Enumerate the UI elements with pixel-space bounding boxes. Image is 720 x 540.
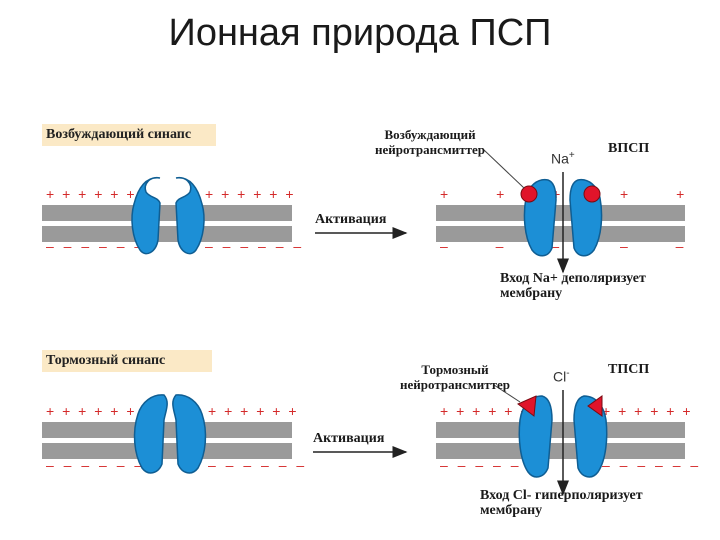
minus-signs: – – <box>620 238 705 254</box>
membrane-outer-layer <box>42 205 292 221</box>
na-ion-label: Na+ <box>551 150 575 167</box>
plus-signs: + + + + + + <box>46 403 137 419</box>
pointer-line <box>483 149 525 189</box>
excitatory-result-label: Вход Na+ деполяризует мембрану <box>500 271 646 301</box>
membrane-outer-layer <box>436 422 685 438</box>
label-line: Вход Na+ деполяризует <box>500 271 646 286</box>
minus-signs: – – – – – – <box>440 457 539 473</box>
plus-signs: + + + + + + <box>208 403 299 419</box>
label-line: нейротрансмиттер <box>400 377 510 392</box>
minus-signs: – – – – – – <box>208 457 307 473</box>
bound-neurotransmitter <box>587 395 603 417</box>
excitatory-synapse-label: Возбуждающий синапс <box>42 124 216 146</box>
open-channel-right-subunit <box>573 395 608 478</box>
ipsp-label: ТПСП <box>608 362 650 377</box>
closed-channel-left-subunit <box>133 394 168 474</box>
inhibitory-result-label: Вход Cl- гиперполяризует мембрану <box>480 488 643 518</box>
inhibitory-neurotransmitter-label: Тормозный нейротрансмиттер <box>380 362 530 392</box>
inhibitory-synapse-label: Тормозный синапс <box>42 350 212 372</box>
membrane-inner-layer <box>42 226 292 242</box>
excitatory-activation-label: Активация <box>315 212 387 227</box>
plus-signs: + + + + + + <box>205 186 296 202</box>
inhibitory-left-panel: + + + + + + + + + + + + – – – – – – – – … <box>42 394 307 492</box>
open-channel-left-subunit <box>518 395 553 478</box>
minus-signs: – – – <box>440 238 581 254</box>
cl-ion-label: Cl- <box>553 368 570 385</box>
label-line: нейротрансмиттер <box>375 142 485 157</box>
excitatory-right-panel: + + + + + – – – – – <box>436 172 706 274</box>
bound-neurotransmitter <box>517 395 537 417</box>
minus-signs: – – – – – – <box>46 457 145 473</box>
membrane-inner-layer <box>436 443 685 459</box>
label-line: Возбуждающий <box>384 127 476 142</box>
plus-signs: + + + <box>440 186 582 202</box>
excitatory-neurotransmitter-label: Возбуждающий нейротрансмиттер <box>350 127 510 157</box>
page-title: Ионная природа ПСП <box>168 12 552 54</box>
pointer-line <box>493 384 521 403</box>
excitatory-left-panel: + + + + + + + + + + + + – – – – – – – – … <box>42 176 304 273</box>
plus-signs: + + + + + + <box>440 403 531 419</box>
inhibitory-activation-label: Активация <box>313 431 385 446</box>
plus-signs: + + + + + + <box>602 403 693 419</box>
closed-channel-right-subunit <box>175 176 205 255</box>
ion-charge: + <box>568 150 575 161</box>
plus-signs: + + + + + + <box>46 186 137 202</box>
membrane-outer-layer <box>42 422 292 438</box>
membrane-inner-layer <box>436 226 685 242</box>
minus-signs: – – – – – – <box>205 238 304 254</box>
label-line: Тормозный <box>421 362 489 377</box>
ion-name: Na <box>551 150 569 167</box>
bound-neurotransmitter <box>520 185 538 203</box>
plus-signs: + + <box>620 186 706 202</box>
minus-signs: – – – – – – <box>46 238 145 254</box>
membrane-inner-layer <box>42 443 292 459</box>
ion-name: Cl <box>553 368 567 385</box>
membrane-outer-layer <box>436 205 685 221</box>
label-line: мембрану <box>480 503 543 518</box>
inhibitory-right-panel: + + + + + + + + + + + + – – – – – – – – … <box>436 390 701 496</box>
epsp-label: ВПСП <box>608 141 650 156</box>
bound-neurotransmitter <box>583 185 601 203</box>
closed-channel-right-subunit <box>172 394 207 474</box>
minus-signs: – – – – – – <box>602 457 701 473</box>
ion-charge: - <box>566 368 570 379</box>
closed-channel-left-subunit <box>131 176 161 255</box>
label-line: Вход Cl- гиперполяризует <box>480 488 643 503</box>
label-line: мембрану <box>500 286 563 301</box>
